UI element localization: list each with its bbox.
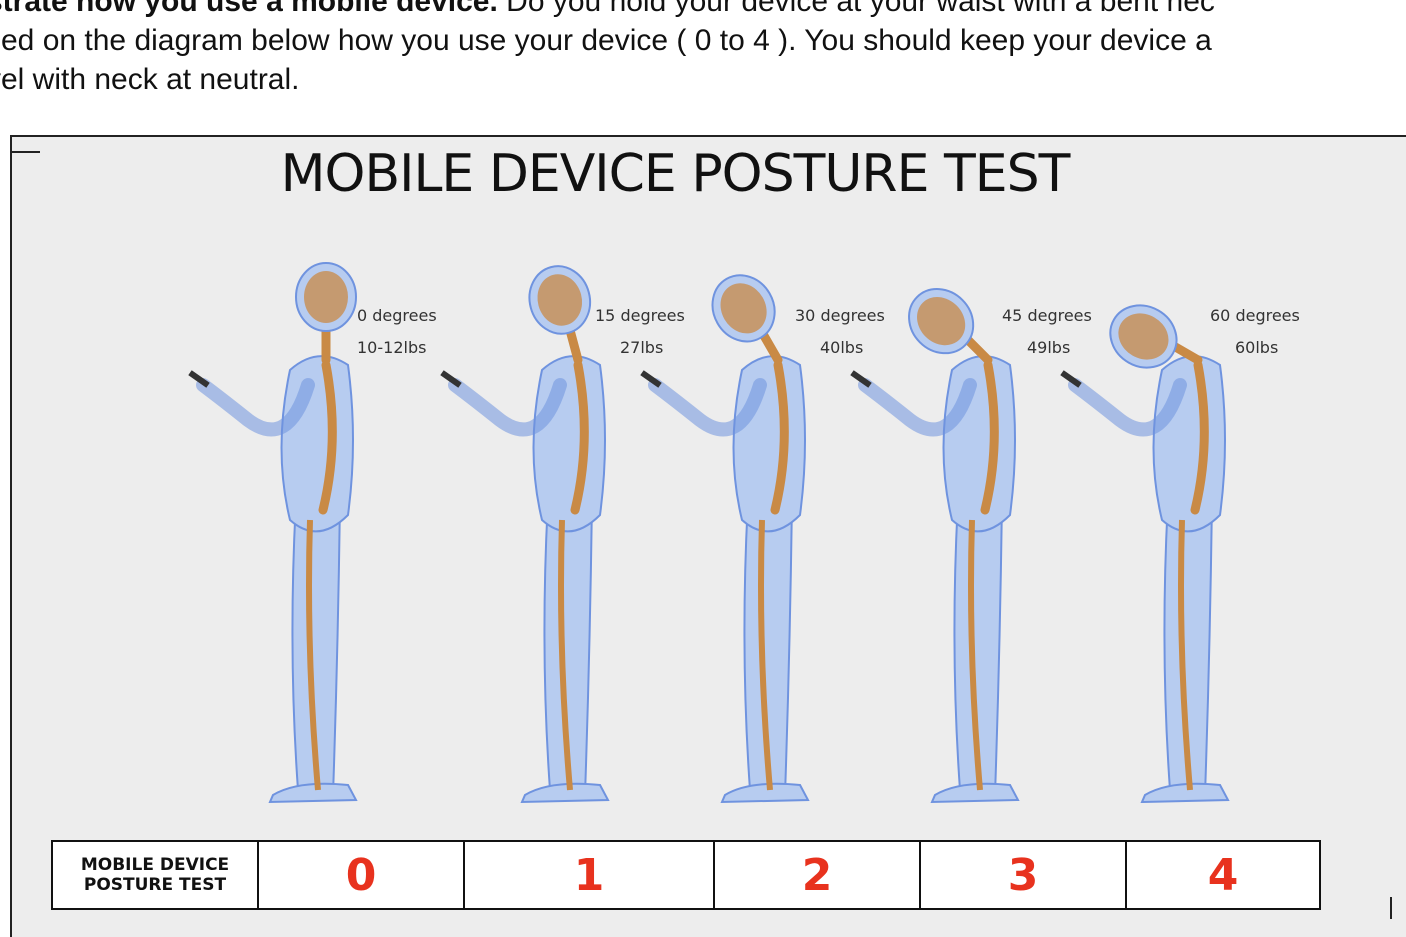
torso-shape xyxy=(534,356,606,531)
angle-label: 45 degrees xyxy=(1002,306,1092,325)
posture-figure-1: 15 degrees 27lbs xyxy=(440,259,685,802)
score-2-cell[interactable]: 2 xyxy=(715,842,921,908)
angle-label: 15 degrees xyxy=(595,306,685,325)
score-0-cell[interactable]: 0 xyxy=(259,842,465,908)
foot-shape xyxy=(270,784,356,802)
rating-table: MOBILE DEVICE POSTURE TEST 0 1 2 3 4 xyxy=(51,840,1321,910)
torso-shape xyxy=(1154,356,1226,531)
posture-figure-2: 30 degrees 40lbs xyxy=(640,264,885,802)
torso-shape xyxy=(734,356,806,531)
weight-label: 27lbs xyxy=(620,338,663,357)
score-1-cell[interactable]: 1 xyxy=(465,842,715,908)
skull-bone xyxy=(304,271,348,323)
foot-shape xyxy=(522,784,608,802)
angle-label: 60 degrees xyxy=(1210,306,1300,325)
angle-label: 30 degrees xyxy=(795,306,885,325)
weight-label: 10-12lbs xyxy=(357,338,426,357)
foot-shape xyxy=(1142,784,1228,802)
torso-shape xyxy=(944,356,1016,531)
score-4-cell[interactable]: 4 xyxy=(1127,842,1319,908)
weight-label: 49lbs xyxy=(1027,338,1070,357)
foot-shape xyxy=(932,784,1018,802)
posture-figure-0: 0 degrees 10-12lbs xyxy=(188,263,436,802)
foot-shape xyxy=(722,784,808,802)
rating-header-line-1: MOBILE DEVICE xyxy=(81,855,229,875)
rating-table-header: MOBILE DEVICE POSTURE TEST xyxy=(53,842,259,908)
torso-shape xyxy=(282,356,354,531)
posture-figure-4: 60 degrees 60lbs xyxy=(1060,294,1300,802)
weight-label: 40lbs xyxy=(820,338,863,357)
weight-label: 60lbs xyxy=(1235,338,1278,357)
score-3-cell[interactable]: 3 xyxy=(921,842,1127,908)
rating-header-line-2: POSTURE TEST xyxy=(84,875,226,895)
posture-figure-3: 45 degrees 49lbs xyxy=(850,276,1092,802)
angle-label: 0 degrees xyxy=(357,306,437,325)
